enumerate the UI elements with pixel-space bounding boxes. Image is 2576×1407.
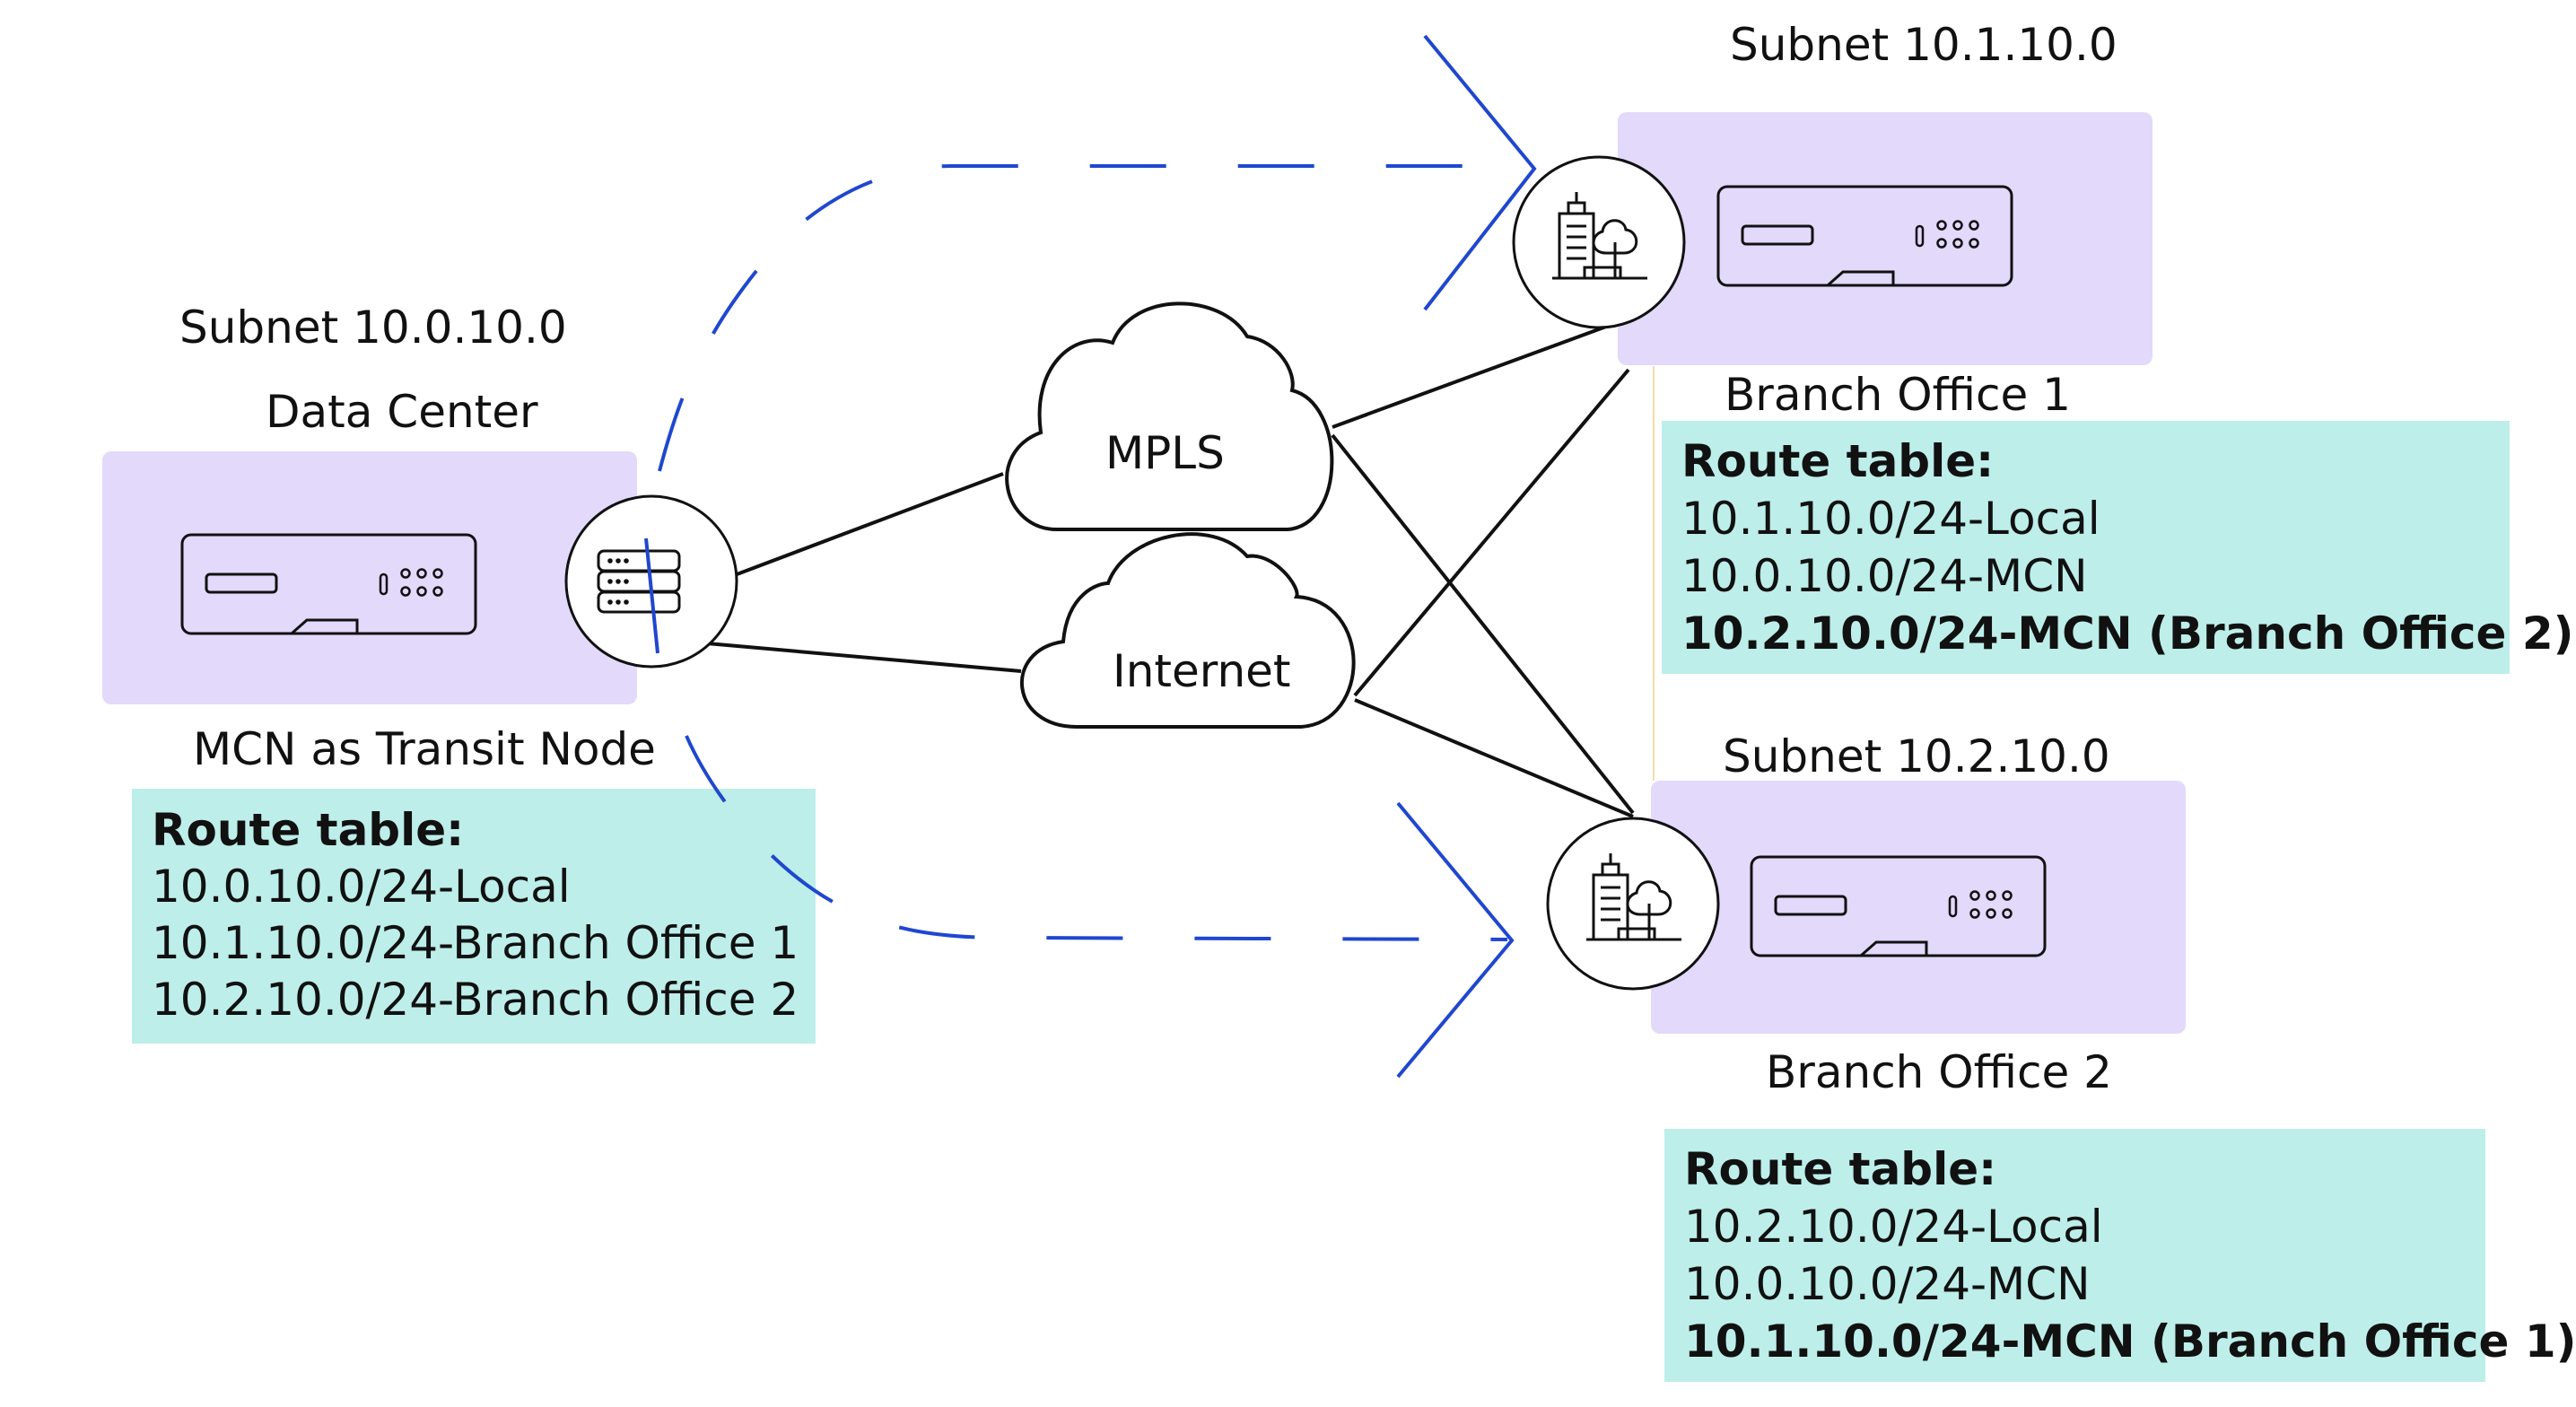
branch1-name-label: Branch Office 1 [1725, 369, 2071, 421]
mpls-label: MPLS [1105, 427, 1225, 479]
link-dc-mpls [724, 472, 1004, 581]
branch2-name-label: Branch Office 2 [1766, 1046, 2112, 1098]
branch2-zone [1651, 781, 2186, 1034]
branch1-subnet-label: Subnet 10.1.10.0 [1730, 19, 2118, 71]
route-entry: 10.1.10.0/24-MCN (Branch Office 1) [1684, 1315, 2576, 1368]
branch2-route-table: Route table: 10.2.10.0/24-Local 10.0.10.… [1664, 1129, 2576, 1382]
route-entry: 10.2.10.0/24-Local [1684, 1201, 2103, 1253]
appliance-icon [1716, 185, 2013, 287]
appliance-icon [1750, 855, 2047, 957]
route-table-title: Route table: [1684, 1143, 1997, 1195]
datacenter-name-label: Data Center [266, 386, 538, 438]
link-dc-internet [706, 642, 1022, 673]
link-mpls-branch1 [1332, 325, 1607, 429]
link-mpls-branch2 [1331, 433, 1635, 815]
appliance-icon [180, 533, 477, 635]
route-entry: 10.0.10.0/24-Local [152, 861, 571, 913]
datacenter-zone [102, 451, 637, 704]
datacenter-role-label: MCN as Transit Node [193, 723, 656, 775]
route-table-title: Route table: [1681, 435, 1995, 487]
branch1-zone [1618, 112, 2152, 365]
arrowhead-branch2 [1396, 801, 1515, 1079]
branch1-node-circle [1512, 155, 1686, 329]
branch2-node-circle [1546, 817, 1720, 991]
branch-building-icon [1552, 192, 1647, 280]
internet-label: Internet [1113, 645, 1291, 697]
datacenter-subnet-label: Subnet 10.0.10.0 [179, 302, 567, 354]
overlay-path-dc-branch2 [685, 735, 1508, 941]
physical-links [706, 325, 1635, 818]
server-stack-icon [597, 549, 681, 614]
cloud-icon [1020, 532, 1356, 729]
branch1-route-table: Route table: 10.1.10.0/24-Local 10.0.10.… [1662, 421, 2573, 674]
route-entry: 10.1.10.0/24-Branch Office 1 [152, 917, 799, 969]
route-entry: 10.0.10.0/24-MCN [1681, 550, 2088, 602]
route-entry: 10.0.10.0/24-MCN [1684, 1258, 2091, 1310]
overlay-paths [644, 34, 1537, 1079]
route-table-title: Route table: [152, 804, 465, 856]
arrowhead-branch1 [1423, 34, 1537, 311]
datacenter-route-table: Route table: 10.0.10.0/24-Local 10.1.10.… [132, 789, 816, 1044]
network-diagram [180, 34, 2047, 1079]
overlay-path-segment [644, 537, 659, 654]
link-internet-branch1 [1353, 368, 1630, 697]
route-entry: 10.1.10.0/24-Local [1681, 493, 2100, 545]
branch2-subnet-label: Subnet 10.2.10.0 [1723, 730, 2110, 782]
route-entry: 10.2.10.0/24-Branch Office 2 [152, 974, 799, 1026]
branch-building-icon [1586, 853, 1681, 941]
overlay-path-dc-branch1 [658, 164, 1525, 472]
route-entry: 10.2.10.0/24-MCN (Branch Office 2) [1681, 607, 2574, 660]
cloud-icon [1005, 302, 1334, 531]
link-internet-branch2 [1354, 698, 1634, 818]
